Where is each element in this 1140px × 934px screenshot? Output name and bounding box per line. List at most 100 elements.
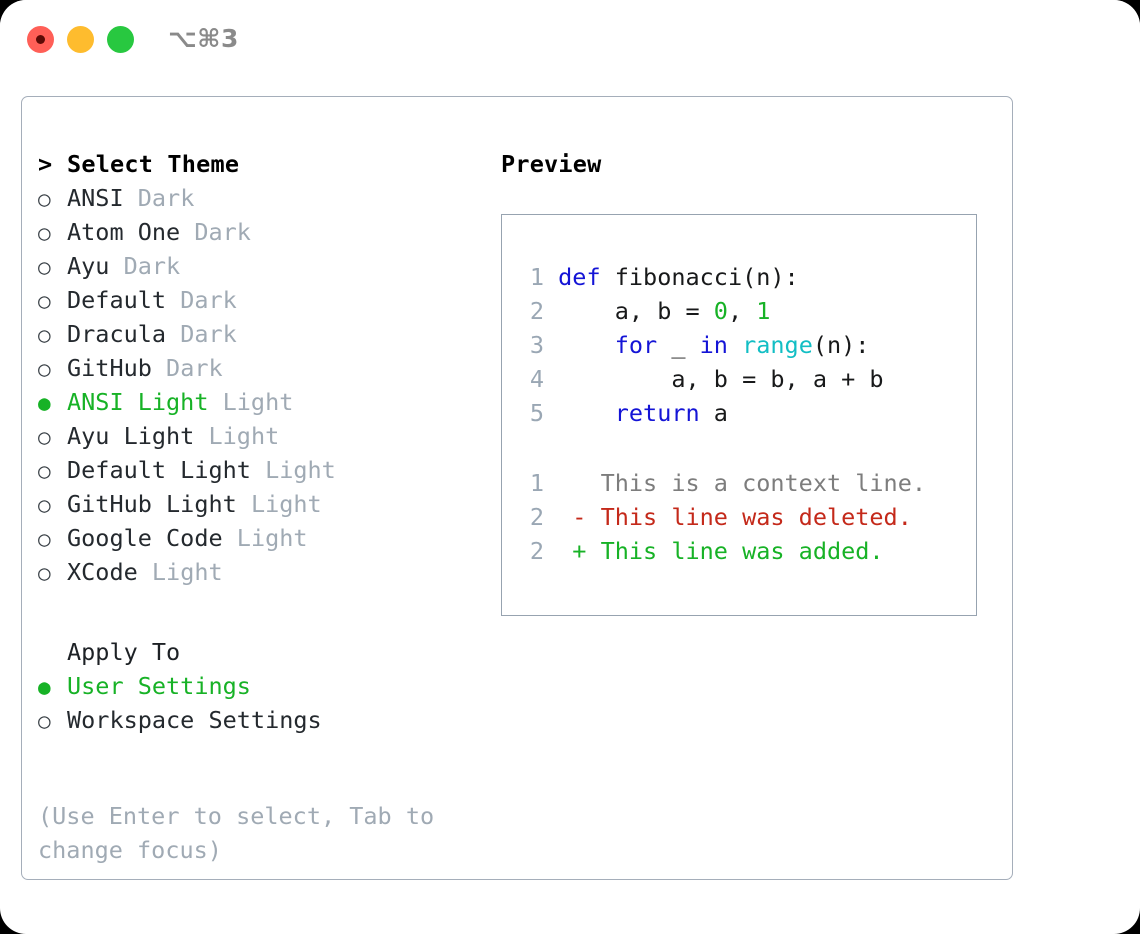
code-token: 1 — [756, 297, 771, 325]
radio-selected-icon[interactable]: ● — [38, 675, 51, 699]
radio-icon[interactable]: ○ — [38, 289, 51, 313]
radio-icon[interactable]: ○ — [38, 255, 51, 279]
theme-list-item[interactable]: ○ Ayu Dark — [38, 249, 488, 283]
theme-picker-heading: > Select Theme — [38, 147, 488, 181]
theme-name: GitHub — [67, 354, 152, 382]
code-token — [601, 263, 615, 291]
diff-text: This line was added. — [600, 537, 884, 565]
theme-name: GitHub Light — [67, 490, 237, 518]
theme-list-item[interactable]: ○ ANSI Dark — [38, 181, 488, 215]
diff-sample: 1 This is a context line. 2 - This line w… — [516, 466, 966, 568]
heading-caret-icon: > — [38, 150, 67, 178]
radio-icon[interactable]: ○ — [38, 221, 51, 245]
theme-variant-badge: Dark — [166, 354, 223, 382]
apply-to-label: User Settings — [67, 672, 251, 700]
diff-line-number: 2 — [529, 503, 544, 531]
code-token: def — [558, 263, 601, 291]
theme-variant-badge: Dark — [180, 320, 237, 348]
radio-icon[interactable]: ○ — [38, 561, 51, 585]
title-bar: ⌥⌘3 — [0, 0, 1140, 78]
code-line-number: 2 — [529, 297, 544, 325]
code-line: 3 for _ in range(n): — [516, 328, 966, 362]
theme-list-item[interactable]: ○Atom One Dark — [38, 215, 488, 249]
diff-sign: - — [572, 503, 601, 531]
diff-line-number: 1 — [529, 469, 544, 497]
theme-variant-badge: Light — [236, 524, 308, 552]
code-token: return — [614, 399, 700, 427]
apply-to-option[interactable]: ○ Workspace Settings — [38, 703, 488, 737]
apply-to-option[interactable]: ● User Settings — [38, 669, 488, 703]
radio-icon[interactable]: ○ — [38, 459, 51, 483]
diff-line: 2 + This line was added. — [516, 534, 966, 568]
code-line: 2 a, b = 0, 1 — [516, 294, 966, 328]
radio-icon[interactable]: ○ — [38, 425, 51, 449]
preview-title: Preview — [501, 150, 602, 178]
theme-name: Google Code — [67, 524, 223, 552]
radio-icon[interactable]: ○ — [38, 357, 51, 381]
radio-selected-icon[interactable]: ● — [38, 391, 51, 415]
diff-text: This is a context line. — [600, 469, 927, 497]
theme-variant-badge: Light — [208, 422, 280, 450]
theme-name: Ayu Light — [67, 422, 195, 450]
theme-name: ANSI — [67, 184, 124, 212]
radio-icon[interactable]: ○ — [38, 527, 51, 551]
code-token — [558, 399, 615, 427]
diff-line: 1 This is a context line. — [516, 466, 966, 500]
diff-text: This line was deleted. — [600, 503, 912, 531]
theme-variant-badge: Light — [222, 388, 294, 416]
code-line-number: 5 — [529, 399, 544, 427]
radio-icon[interactable]: ○ — [38, 323, 51, 347]
code-token: a — [699, 399, 728, 427]
theme-list-item[interactable]: ○ Google Code Light — [38, 521, 488, 555]
radio-icon[interactable]: ○ — [38, 709, 51, 733]
code-line-number: 3 — [529, 331, 544, 359]
theme-list: ○ ANSI Dark ○ Atom One Dark ○ Ayu Dark ○ Defaul… — [38, 181, 488, 589]
code-token: a, b = — [558, 297, 714, 325]
theme-name: Ayu — [67, 252, 110, 280]
diff-sign: + — [572, 537, 601, 565]
code-token: in — [699, 331, 728, 359]
code-token: (n): — [812, 331, 870, 359]
code-token: a, b = b, a + b — [558, 365, 884, 393]
theme-list-item[interactable]: ○Default Light Light — [38, 453, 488, 487]
theme-name: Default — [67, 286, 167, 314]
code-token — [558, 331, 615, 359]
theme-name: Atom One — [67, 218, 181, 246]
preview-pane: Preview 1 def fibonacci (n): 2 a, b = 0, 1… — [501, 147, 977, 616]
theme-picker: > Select Theme ○ANSI Dark○Atom One Dark○… — [38, 147, 488, 867]
close-icon — [36, 35, 45, 44]
theme-name: Dracula — [67, 320, 167, 348]
help-hint-text: (Use Enter to select, Tab to change focu… — [38, 802, 435, 864]
page-title: Select Theme — [67, 150, 240, 178]
theme-list-item[interactable]: ○ Dracula Dark — [38, 317, 488, 351]
code-token: _ — [657, 331, 700, 359]
radio-icon[interactable]: ○ — [38, 187, 51, 211]
theme-list-item[interactable]: ○Default Dark — [38, 283, 488, 317]
code-token: fibonacci — [614, 263, 743, 291]
code-line-number: 1 — [529, 263, 544, 291]
apply-to-list: ● User Settings ○ Workspace Settings — [38, 669, 488, 737]
theme-list-item[interactable]: ○ Ayu Light Light — [38, 419, 488, 453]
theme-list-item[interactable]: ○ GitHub Light Light — [38, 487, 488, 521]
theme-variant-badge: Dark — [137, 184, 195, 212]
theme-list-item[interactable]: ●ANSI Light Light — [38, 385, 488, 419]
maximize-button[interactable] — [107, 26, 134, 53]
radio-icon[interactable]: ○ — [38, 493, 51, 517]
content-panel: > Select Theme ○ANSI Dark○Atom One Dark○… — [21, 96, 1013, 880]
theme-list-item[interactable]: ○XCode Light — [38, 555, 488, 589]
theme-list-item[interactable]: ○ GitHub Dark — [38, 351, 488, 385]
theme-name: Default Light — [67, 456, 251, 484]
theme-variant-badge: Light — [250, 490, 322, 518]
apply-to-label: Workspace Settings — [67, 706, 322, 734]
minimize-button[interactable] — [67, 26, 94, 53]
code-token: , — [727, 297, 757, 325]
code-token: 0 — [713, 297, 728, 325]
code-line-number: 4 — [529, 365, 544, 393]
section-spacer — [38, 589, 488, 635]
apply-to-heading: Apply To — [67, 638, 181, 666]
keyboard-shortcut-label: ⌥⌘3 — [168, 24, 239, 53]
theme-variant-badge: Dark — [123, 252, 181, 280]
